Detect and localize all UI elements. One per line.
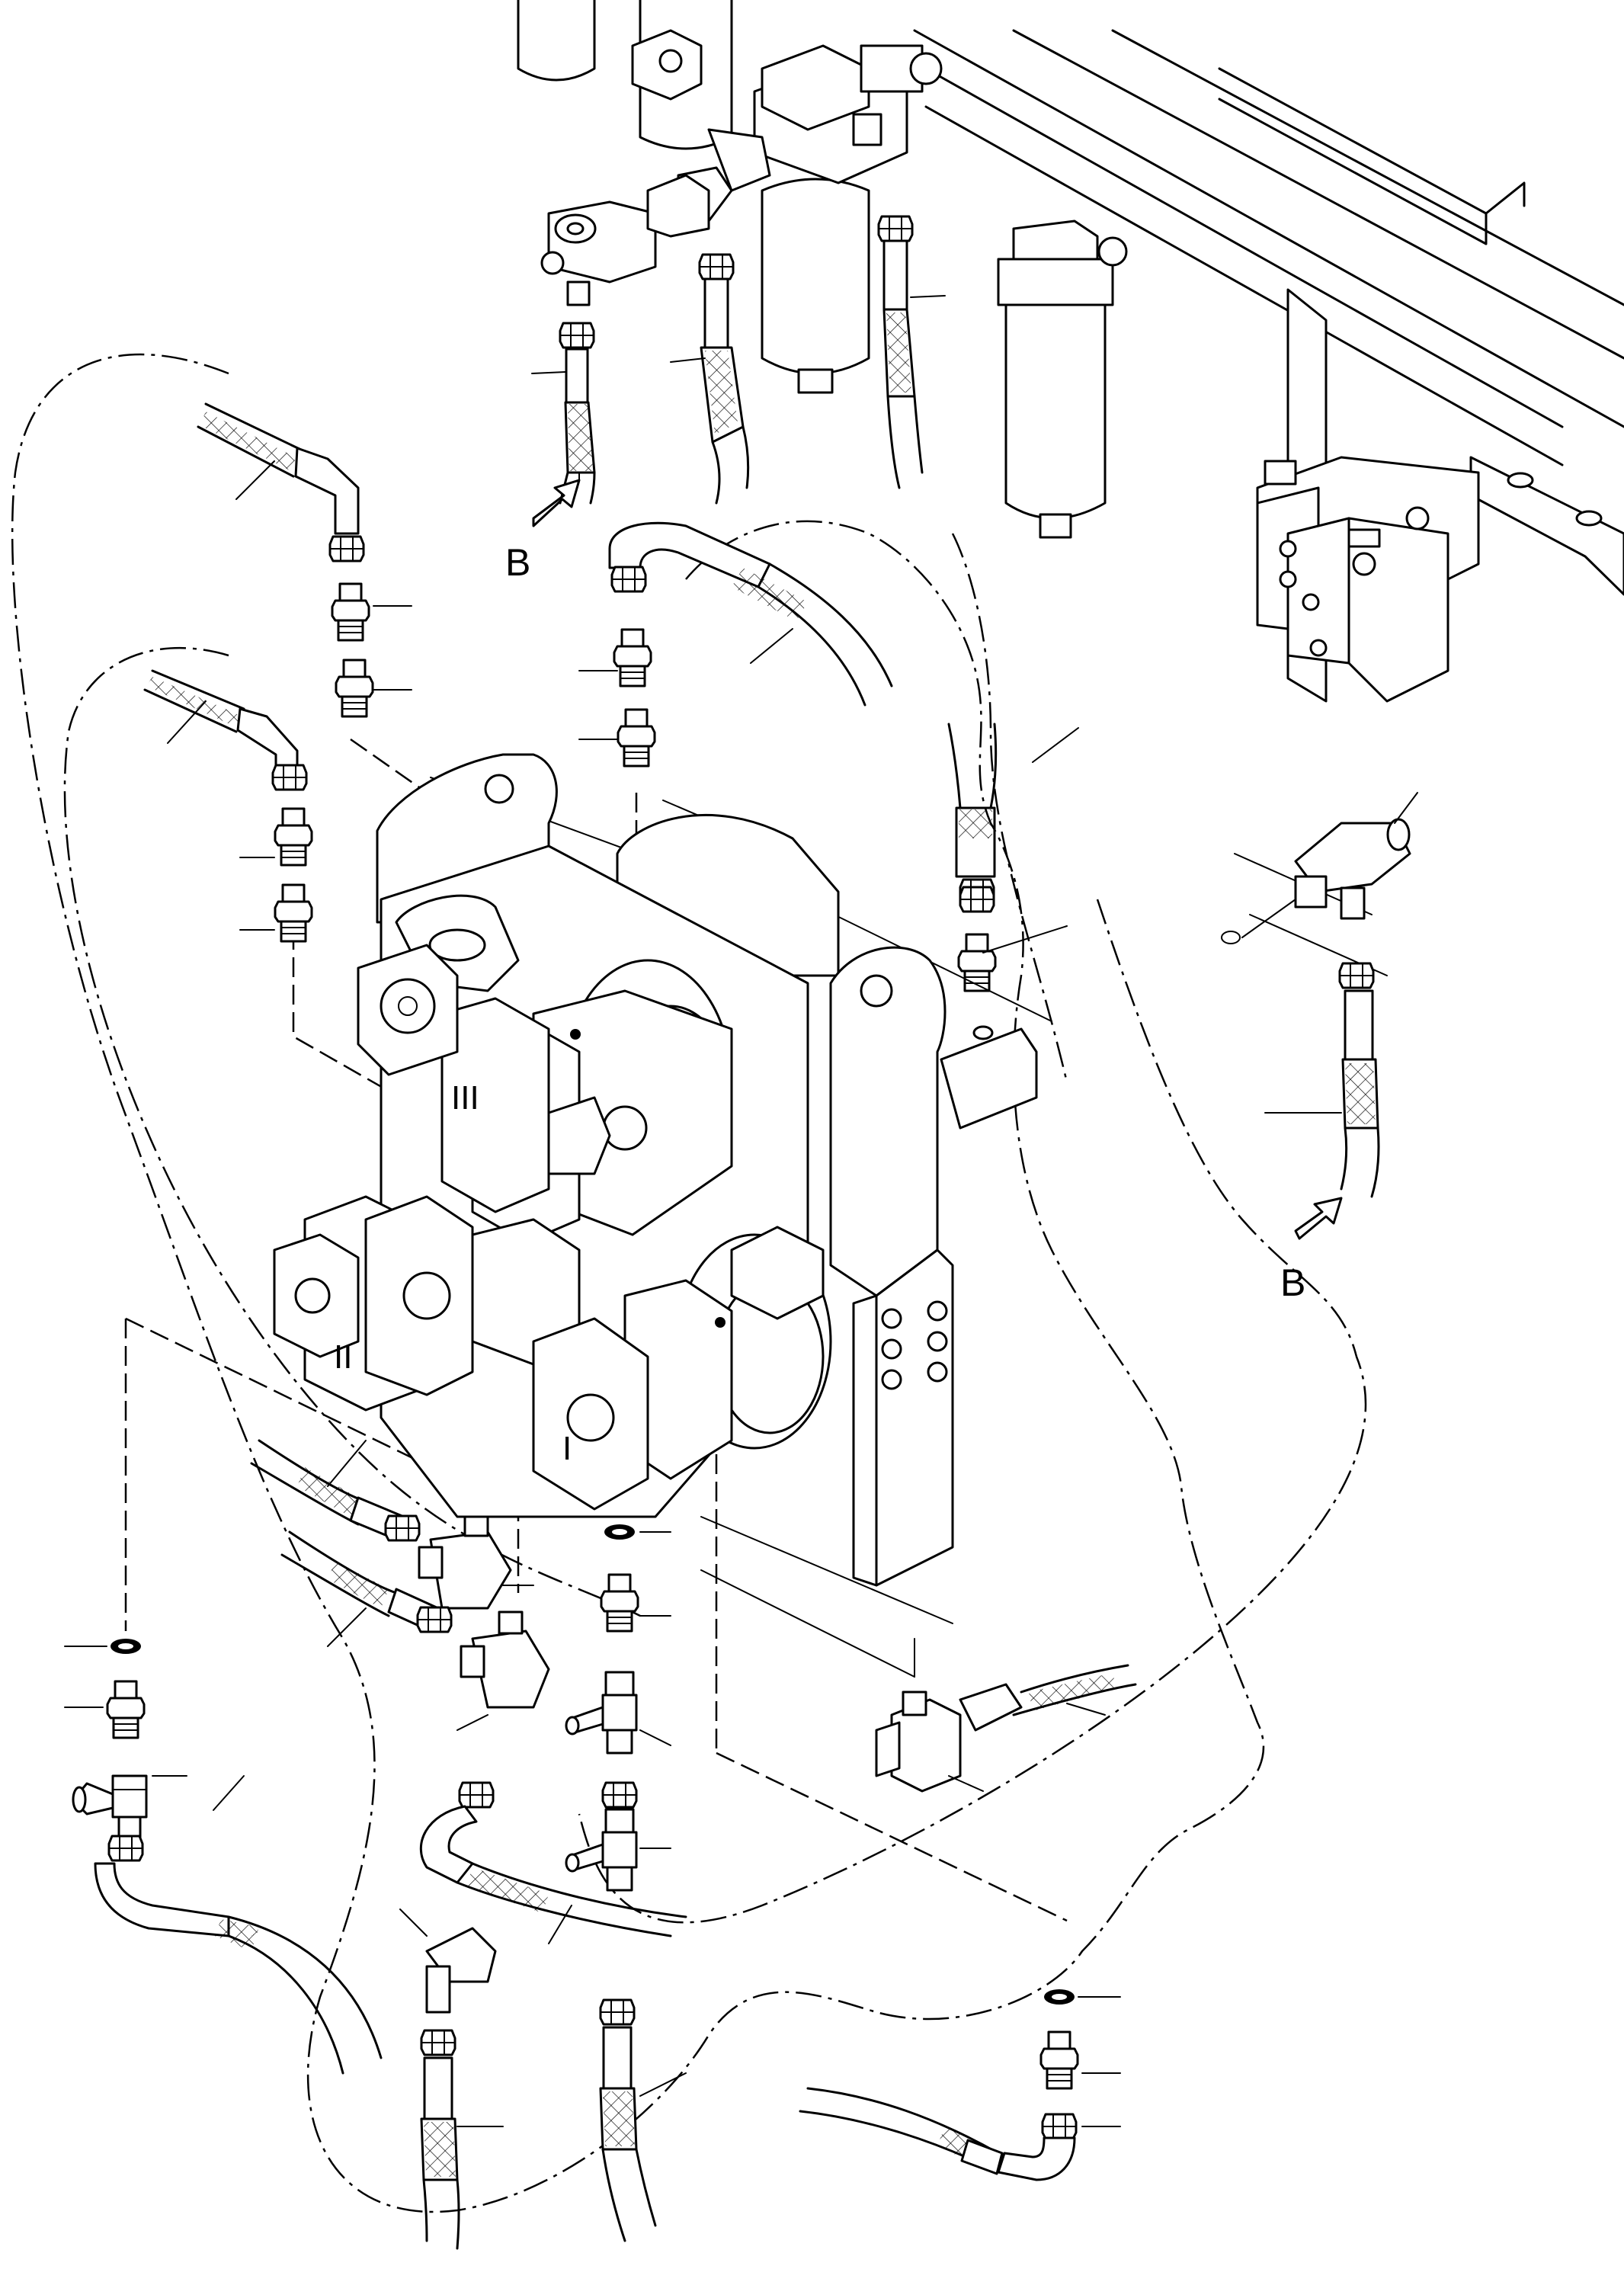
case-drain-hose-right: [875, 1664, 1137, 1793]
pump-section-label-3: III: [451, 1079, 479, 1117]
pressure-hose-center: [578, 521, 893, 768]
right-side-fittings: [959, 792, 1418, 1198]
view-arrow-b-left: B: [505, 479, 581, 584]
view-label-b-left: B: [505, 541, 530, 584]
view-arrow-b-right: B: [1280, 1197, 1343, 1304]
lower-left-fittings: [64, 1639, 383, 2075]
pump-section-label-1: I: [562, 1430, 572, 1467]
center-bottom-fittings: [399, 1524, 687, 2250]
view-label-b-right: B: [1280, 1261, 1305, 1304]
hydraulic-pump-assembly: III II I: [273, 753, 1038, 1587]
pump-section-label-2: II: [334, 1338, 352, 1376]
lower-right-fittings: [799, 1989, 1121, 2181]
delivery-hoses-lower: [250, 1439, 550, 1731]
suction-hoses-upper-left: [143, 402, 412, 943]
upper-frame-assembly: [517, 0, 1624, 703]
